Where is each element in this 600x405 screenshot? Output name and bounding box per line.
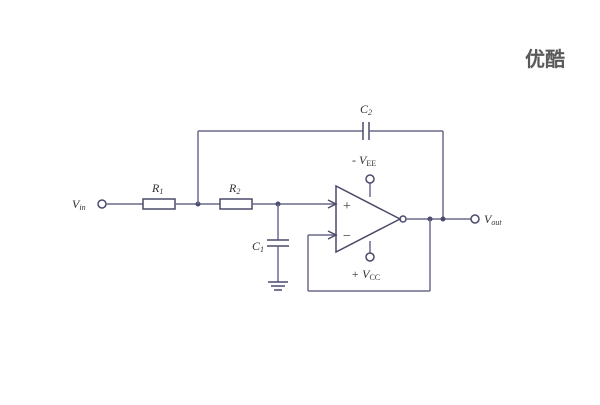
r1-label: R1: [151, 181, 163, 196]
vee-label: - VEE: [352, 153, 376, 168]
junction-output-b: [440, 216, 446, 222]
minus-input-arrow: [327, 230, 338, 240]
r2-label: R2: [228, 181, 240, 196]
c1-label: C1: [252, 239, 264, 254]
op-amp-minus-sign: −: [343, 229, 351, 244]
vcc-label: + VCC: [351, 267, 380, 282]
vout-terminal: [470, 214, 480, 224]
op-amp: [335, 184, 402, 254]
vee-terminal: [365, 174, 375, 184]
c2-label: C2: [360, 102, 372, 117]
op-amp-plus-sign: +: [343, 199, 351, 214]
resistor-r1: [142, 198, 176, 210]
vcc-terminal: [365, 252, 375, 262]
watermark-logo: 优酷: [525, 47, 565, 71]
vin-terminal: [97, 199, 107, 209]
vin-label: Vin: [72, 197, 86, 212]
resistor-r2: [219, 198, 253, 210]
vout-label: Vout: [484, 212, 502, 227]
